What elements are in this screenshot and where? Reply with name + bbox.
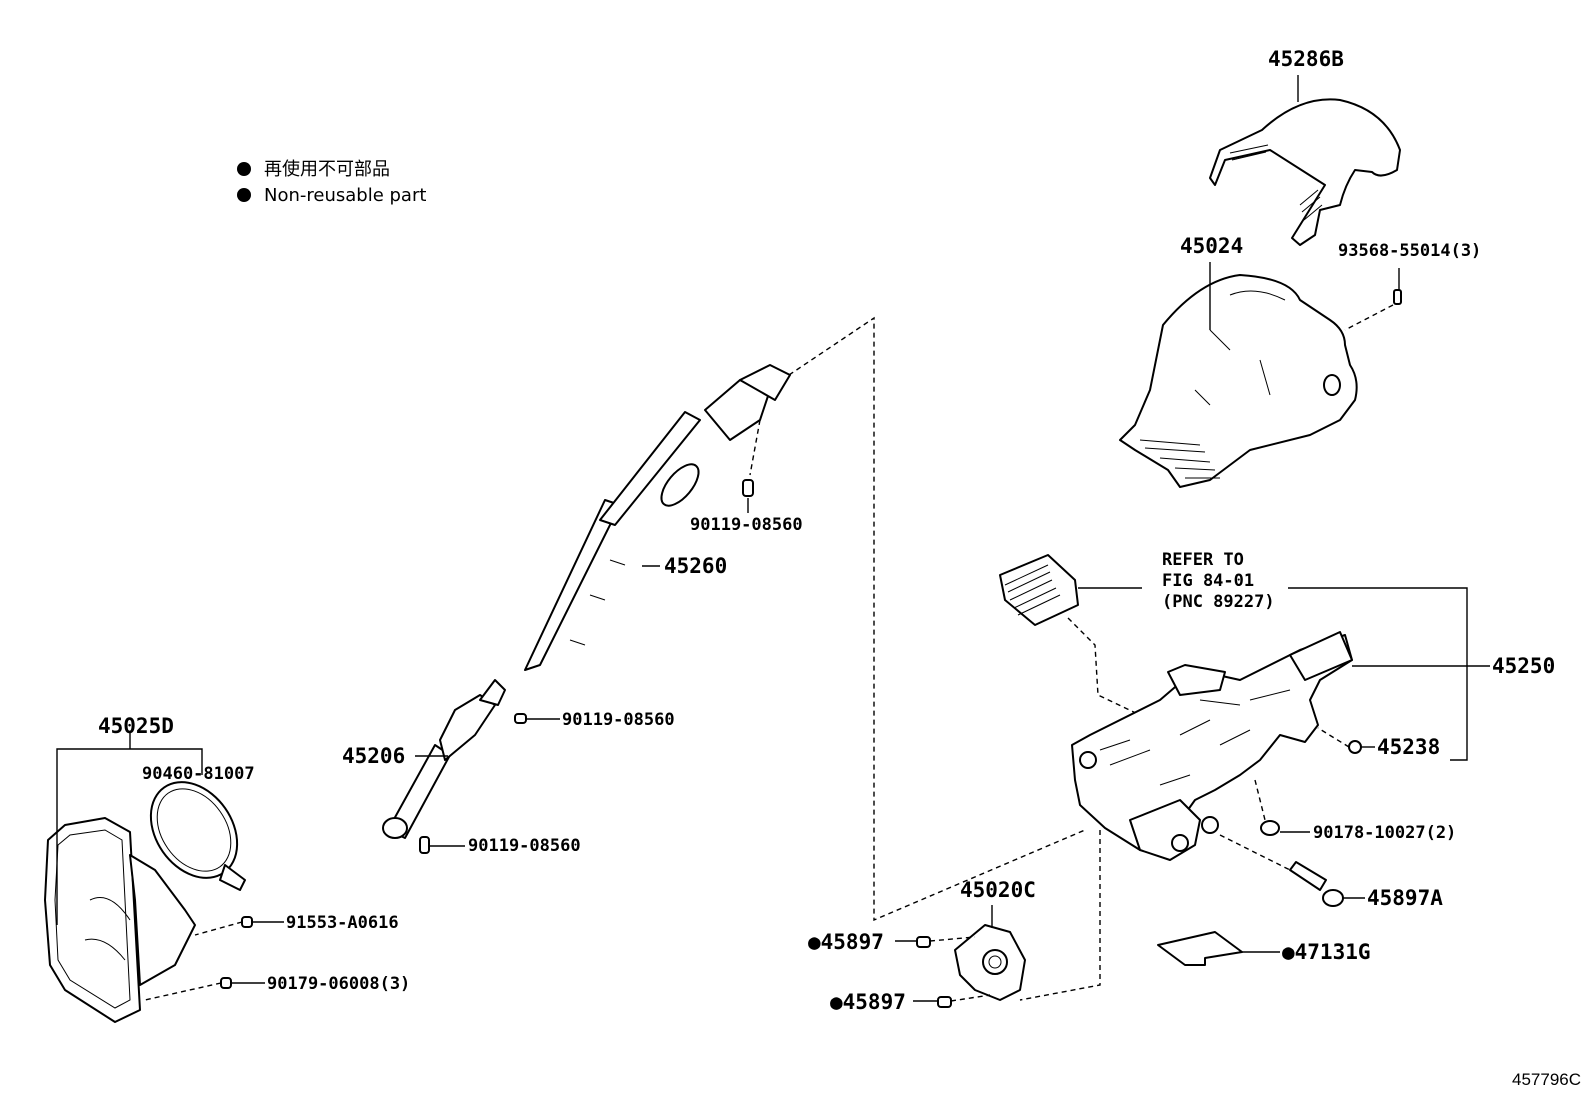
intermediate-shaft-drawing xyxy=(524,316,1086,922)
legend-bullet-icon xyxy=(237,188,251,202)
part-label-90460-81007: 90460-81007 xyxy=(142,764,255,784)
part-label-90119-08560-c: 90119-08560 xyxy=(468,836,581,856)
part-label-90119-08560-a: 90119-08560 xyxy=(690,515,803,535)
legend-bullet-icon xyxy=(237,162,251,176)
part-label-45020C: 45020C xyxy=(960,878,1036,902)
boot-assembly-drawing xyxy=(44,733,284,1023)
figure-id: 457796C xyxy=(1512,1070,1581,1089)
part-label-90179-06008: 90179-06008(3) xyxy=(267,974,410,994)
ecu-box-drawing xyxy=(999,554,1468,761)
legend-japanese: 再使用不可部品 xyxy=(264,159,390,180)
part-label-90178-10027: 90178-10027(2) xyxy=(1313,823,1456,843)
reference-note-line2: FIG 84-01 xyxy=(1162,571,1254,591)
plate-drawing xyxy=(1157,931,1280,966)
part-label-90119-08560-b: 90119-08560 xyxy=(562,710,675,730)
part-label-45897A: 45897A xyxy=(1367,886,1443,910)
legend: 再使用不可部品 Non-reusable part xyxy=(237,159,426,206)
reference-note-line1: REFER TO xyxy=(1162,550,1244,570)
part-label-45260: 45260 xyxy=(664,554,727,578)
cover-upper-drawing xyxy=(1209,75,1401,246)
part-label-93568-55014: 93568-55014(3) xyxy=(1338,241,1481,261)
part-label-45250: 45250 xyxy=(1492,654,1555,678)
part-label-47131G: ●47131G xyxy=(1282,940,1371,964)
part-label-45286B: 45286B xyxy=(1268,47,1344,71)
lock-assembly-drawing xyxy=(895,905,1026,1008)
screw-93568-drawing xyxy=(1344,268,1402,331)
cover-lower-drawing xyxy=(1119,262,1358,488)
part-label-45025D: 45025D xyxy=(98,714,174,738)
part-label-45897-b: ●45897 xyxy=(830,990,906,1014)
universal-joint-drawing xyxy=(382,679,560,854)
part-label-91553-A0616: 91553-A0616 xyxy=(286,913,399,933)
steering-column-drawing xyxy=(1019,631,1490,1001)
reference-note-line3: (PNC 89227) xyxy=(1162,592,1275,612)
part-label-45238: 45238 xyxy=(1377,735,1440,759)
legend-english: Non-reusable part xyxy=(264,185,426,206)
part-label-45024: 45024 xyxy=(1180,234,1243,258)
part-label-45897-a: ●45897 xyxy=(808,930,884,954)
part-label-45206: 45206 xyxy=(342,744,405,768)
